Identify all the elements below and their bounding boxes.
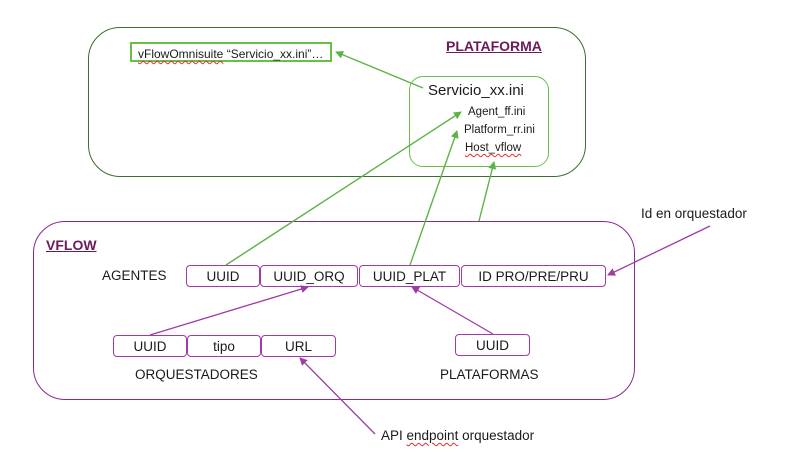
arrow-annotation-to-id-env (607, 225, 711, 276)
arrow-annotation-to-url (299, 357, 376, 435)
orquestadores-field-uuid: UUID (113, 335, 187, 357)
arrow-plat-uuid-to-uuid-plat (411, 286, 494, 335)
agentes-field-id-env: ID PRO/PRE/PRU (461, 265, 606, 287)
agentes-label: AGENTES (102, 268, 167, 283)
servicio-item-host: Host_vflow (465, 142, 522, 154)
arrow-vflow-to-host (478, 161, 497, 222)
agentes-field-uuid: UUID (186, 265, 260, 287)
plataforma-container (88, 27, 586, 177)
vflowomnisuite-note-box: vFlowOmnisuite “Servicio_xx.ini”… (130, 42, 332, 62)
id-orquestador-annotation: Id en orquestador (641, 206, 747, 221)
plataformas-field-uuid: UUID (455, 334, 530, 356)
api-word: endpoint (406, 428, 459, 443)
plataformas-label: PLATAFORMAS (440, 367, 539, 382)
servicio-title: Servicio_xx.ini (428, 82, 524, 99)
api-endpoint-annotation: API endpoint orquestador (381, 428, 534, 443)
arrow-uuid-plat-to-platform-ini (409, 130, 459, 266)
orquestadores-field-tipo: tipo (187, 335, 261, 357)
orquestadores-field-url: URL (261, 335, 336, 357)
servicio-item-agent: Agent_ff.ini (468, 106, 526, 118)
note-rest: “Servicio_xx.ini”… (223, 47, 324, 61)
agentes-field-uuid-plat: UUID_PLAT (359, 265, 460, 287)
vflow-title: VFLOW (46, 237, 97, 253)
api-prefix: API (381, 428, 407, 443)
arrow-servicio-to-note (335, 50, 424, 89)
api-suffix: orquestador (458, 428, 535, 443)
agentes-field-uuid-orq: UUID_ORQ (260, 265, 358, 287)
orquestadores-label: ORQUESTADORES (135, 367, 258, 382)
servicio-item-platform: Platform_rr.ini (464, 124, 535, 136)
arrow-agent-uuid-to-agent-ini (225, 111, 462, 266)
arrow-orq-uuid-to-uuid-orq (149, 285, 309, 336)
plataforma-title: PLATAFORMA (446, 38, 542, 54)
note-prefix: vFlowOmnisuite (138, 47, 224, 61)
vflow-container (33, 221, 635, 400)
servicio-box (409, 76, 549, 167)
